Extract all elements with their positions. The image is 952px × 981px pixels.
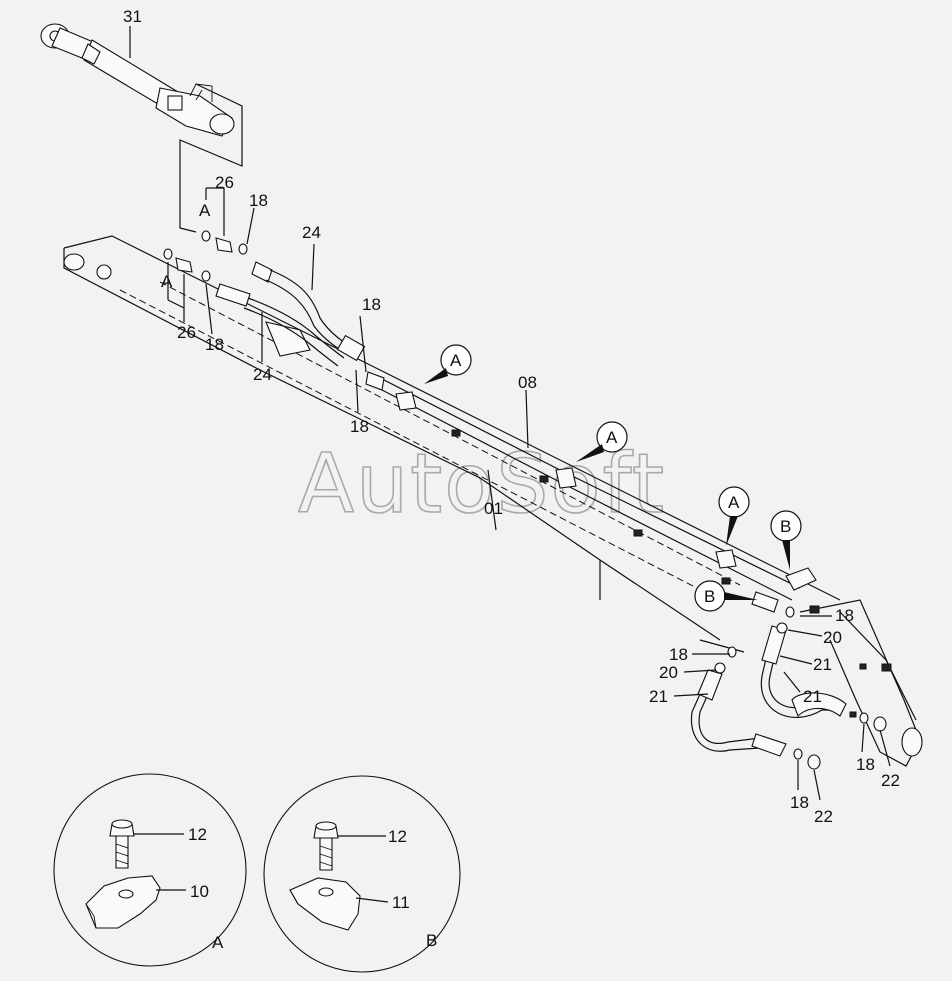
callout-08: 08 — [518, 373, 537, 392]
watermark: AutoSoft — [298, 437, 666, 532]
callout-18-top: 18 — [249, 191, 268, 210]
svg-text:A: A — [728, 493, 740, 512]
clamp-icon — [289, 877, 361, 931]
callout-20-l: 20 — [659, 663, 678, 682]
callout-18-a: 18 — [362, 295, 381, 314]
fitting-group-top — [201, 230, 248, 255]
fitting-group-mid — [163, 248, 211, 282]
detail-b-title: B — [426, 931, 437, 950]
detail-a-bolt-label: 12 — [188, 825, 207, 844]
bolt-icon — [313, 821, 339, 871]
bolt-icon — [109, 819, 135, 869]
callout-18-r1: 18 — [835, 606, 854, 625]
detail-b: 12 11 B — [263, 775, 461, 973]
callout-22-rr: 22 — [881, 771, 900, 790]
callout-24-mid: 24 — [253, 365, 272, 384]
marker-a-2: A — [576, 421, 628, 462]
callout-a-top: A — [199, 201, 211, 220]
callout-20-r1: 20 — [823, 628, 842, 647]
callout-18-mid: 18 — [205, 335, 224, 354]
callout-26-mid: 26 — [177, 323, 196, 342]
svg-text:B: B — [704, 587, 715, 606]
svg-text:B: B — [780, 517, 791, 536]
detail-a: 12 10 A — [53, 773, 247, 967]
callout-26-top: 26 — [215, 173, 234, 192]
callout-21-r1: 21 — [813, 655, 832, 674]
callout-22-bot: 22 — [814, 807, 833, 826]
callout-18-l: 18 — [669, 645, 688, 664]
detail-a-clamp-label: 10 — [190, 882, 209, 901]
hose-assembly-21 — [690, 606, 887, 770]
boom-cylinder — [40, 23, 235, 137]
callout-18-bot: 18 — [790, 793, 809, 812]
marker-b-1: B — [770, 510, 802, 570]
callout-01: 01 — [484, 499, 503, 518]
callout-21-l: 21 — [649, 687, 668, 706]
callout-18-b: 18 — [350, 417, 369, 436]
marker-a-1: A — [424, 344, 472, 384]
callout-18-rr: 18 — [856, 755, 875, 774]
detail-b-clamp-label: 11 — [392, 893, 410, 912]
marker-a-3: A — [718, 486, 750, 546]
clamp-icon — [85, 875, 161, 929]
hose-assembly-24 — [215, 261, 366, 367]
detail-a-title: A — [212, 933, 224, 952]
pipe-08 — [365, 371, 817, 613]
boom-body — [63, 235, 923, 767]
svg-text:A: A — [606, 428, 618, 447]
callout-31: 31 — [123, 7, 142, 26]
callout-21-r2: 21 — [803, 687, 822, 706]
detail-b-bolt-label: 12 — [388, 827, 407, 846]
callout-24-top: 24 — [302, 223, 321, 242]
callout-a-mid: A — [161, 272, 173, 291]
marker-b-2: B — [694, 580, 758, 612]
svg-text:A: A — [450, 351, 462, 370]
